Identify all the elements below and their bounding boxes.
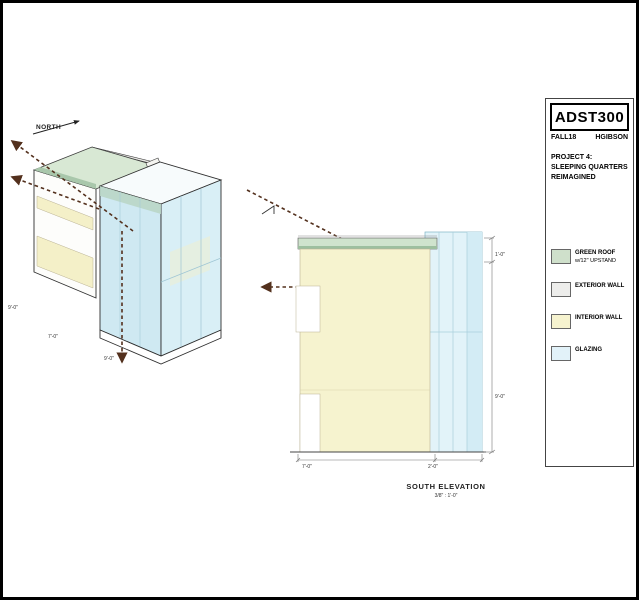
dim-bottom-left: 7'-0" xyxy=(302,464,312,470)
project-title: PROJECT 4: SLEEPING QUARTERS REIMAGINED xyxy=(551,153,629,182)
legend: GREEN ROOF w/12" UPSTAND EXTERIOR WALL I… xyxy=(551,249,630,361)
north-arrow-icon xyxy=(32,120,80,135)
green-roof-edge-dark xyxy=(34,167,96,189)
view-arrow-upper-left xyxy=(10,139,134,232)
project-line: REIMAGINED xyxy=(551,173,596,181)
elevation-interior-wall xyxy=(299,248,431,453)
legend-item-exterior-wall: EXTERIOR WALL xyxy=(551,282,630,297)
glazing-swatch xyxy=(551,346,571,361)
axon-view: NORTH 9'-0" 7'-0 xyxy=(8,120,223,365)
legend-label: GREEN ROOF w/12" UPSTAND xyxy=(575,249,616,265)
north-label: NORTH xyxy=(36,124,61,131)
interior-wall-band-lower xyxy=(36,235,94,289)
glazing-face-left xyxy=(99,185,162,357)
dim-bottom-right: 2'-0" xyxy=(428,464,438,470)
legend-label: EXTERIOR WALL xyxy=(575,283,625,289)
titleblock-meta: FALL18 HGIBSON xyxy=(551,134,628,141)
interior-wall-swatch xyxy=(551,314,571,329)
author-label: HGIBSON xyxy=(595,134,628,141)
dim-chain-bottom xyxy=(295,454,485,463)
green-roof-swatch xyxy=(551,249,571,264)
legend-label: GLAZING xyxy=(575,347,602,353)
elevation-title: SOUTH ELEVATION xyxy=(406,482,485,491)
interior-wall-band-upper xyxy=(36,195,94,231)
legend-item-glazing: GLAZING xyxy=(551,346,630,361)
elevation-scale: 3/8" : 1'-0" xyxy=(435,493,458,499)
project-line: SLEEPING QUARTERS xyxy=(551,163,628,171)
axon-dim-bottom-right: 9'-0" xyxy=(104,356,114,362)
legend-item-interior-wall: INTERIOR WALL xyxy=(551,314,630,329)
term-label: FALL18 xyxy=(551,134,577,141)
legend-label: INTERIOR WALL xyxy=(575,315,623,321)
legend-label-line: GREEN ROOF xyxy=(575,250,616,256)
elevation-green-roof-edge xyxy=(298,246,437,249)
glazing-floor-line xyxy=(160,257,222,283)
dim-chain-right xyxy=(484,235,496,455)
elevation-glazing-panel xyxy=(467,232,482,452)
dim-right-top: 1'-0" xyxy=(495,252,505,258)
legend-item-green-roof: GREEN ROOF w/12" UPSTAND xyxy=(551,249,630,265)
legend-label-line2: w/12" UPSTAND xyxy=(575,257,616,264)
titleblock-panel: ADST300 FALL18 HGIBSON PROJECT 4: SLEEPI… xyxy=(545,98,634,467)
base-slab xyxy=(99,329,222,365)
axon-dim-left: 9'-0" xyxy=(8,305,18,311)
project-line: PROJECT 4: xyxy=(551,154,593,161)
elevation-wall-notch xyxy=(295,285,321,333)
view-arrow-left xyxy=(10,175,100,210)
angle-reference-icon xyxy=(261,205,275,215)
elevation-wall-notch-lower xyxy=(299,393,321,453)
elevation-view: 1'-0" 9'-0" 7'-0" 2'-0" SOUTH ELEVATION … xyxy=(290,231,505,499)
course-title: ADST300 xyxy=(550,103,629,131)
interior-seen-through-glass xyxy=(170,236,210,286)
exterior-wall-swatch xyxy=(551,282,571,297)
dim-right-bottom: 9'-0" xyxy=(495,394,505,400)
axon-dim-bottom-left: 7'-0" xyxy=(48,334,58,340)
roof-seen-through-glass xyxy=(100,186,161,214)
